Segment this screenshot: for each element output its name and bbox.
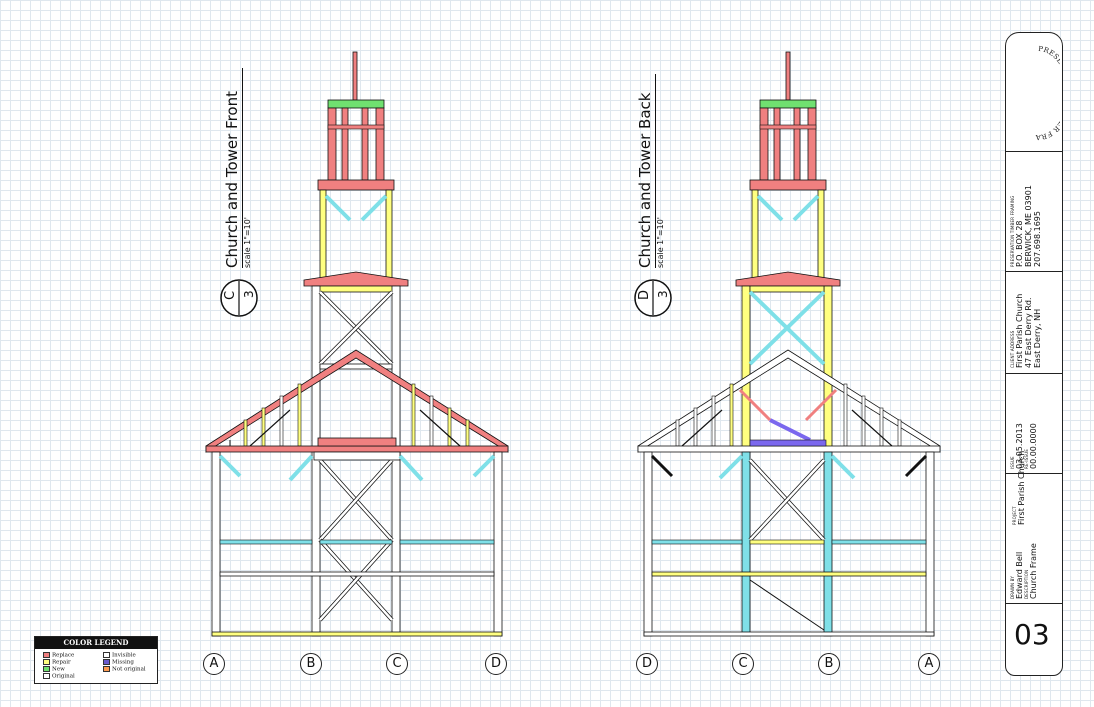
- company-logo-text: PRESERVATION TIMBER FRAMING, INC.: [1008, 39, 1060, 141]
- legend-item-not-original: Not original: [103, 666, 146, 673]
- company-line-2: BERWICK, ME 03901: [1024, 185, 1033, 267]
- legend-item-missing: Missing: [103, 659, 134, 666]
- grid-label-back-b: B: [818, 653, 840, 675]
- section-marker-c-circle: [220, 279, 258, 317]
- grid-label-back-d: D: [636, 653, 658, 675]
- company-line-3: 207.698.1695: [1033, 211, 1042, 267]
- legend-item-replace: Replace: [43, 652, 74, 659]
- grid-label-front-b: B: [300, 653, 322, 675]
- drawn-block: DRAWN BY Edward Bell DESCRIPTION Church …: [1010, 543, 1038, 599]
- svg-text:PRESERVATION TIMBER FRAMING, I: PRESERVATION TIMBER FRAMING, INC.: [1008, 39, 1060, 141]
- grid-label-back-c: C: [732, 653, 754, 675]
- description-text: Church Frame: [1029, 543, 1038, 599]
- legend-item-new: New: [43, 666, 65, 673]
- client-block: CLIENT ADDRESS First Parish Church 47 Ea…: [1010, 294, 1042, 368]
- legend-item-invisible: Invisible: [103, 652, 136, 659]
- company-logo: PRESERVATION TIMBER FRAMING, INC.: [1008, 39, 1060, 141]
- title-block: PRESERVATION TIMBER FRAMING, INC. PRESER…: [1005, 32, 1063, 676]
- project-block: PROJECT First Parish Church: [1012, 451, 1026, 525]
- drawn-by: Edward Bell: [1015, 551, 1024, 599]
- section-marker-d: D 3: [633, 278, 673, 318]
- color-legend: COLOR LEGEND Replace Invisible Repair Mi…: [34, 636, 158, 684]
- section-marker-d-circle: [634, 279, 672, 317]
- color-legend-title: COLOR LEGEND: [35, 637, 157, 649]
- project-name: First Parish Church: [1017, 450, 1026, 525]
- sheet-number: 03: [1014, 618, 1050, 651]
- section-marker-c: C 3: [219, 278, 259, 318]
- company-block: PRESERVATION TIMBER FRAMING P.O. BOX 28 …: [1010, 185, 1042, 267]
- legend-item-repair: Repair: [43, 659, 71, 666]
- grid-label-front-c: C: [386, 653, 408, 675]
- client-line-1: First Parish Church: [1015, 293, 1024, 368]
- grid-label-back-a: A: [918, 653, 940, 675]
- legend-item-original: Original: [43, 673, 75, 680]
- grid-label-front-a: A: [203, 653, 225, 675]
- company-line-1: P.O. BOX 28: [1015, 220, 1024, 267]
- reissue-date: 00.00.0000: [1029, 423, 1038, 469]
- client-line-2: 47 East Derry Rd.: [1024, 297, 1033, 368]
- grid-label-front-d: D: [485, 653, 507, 675]
- client-line-3: East Derry, NH: [1033, 308, 1042, 368]
